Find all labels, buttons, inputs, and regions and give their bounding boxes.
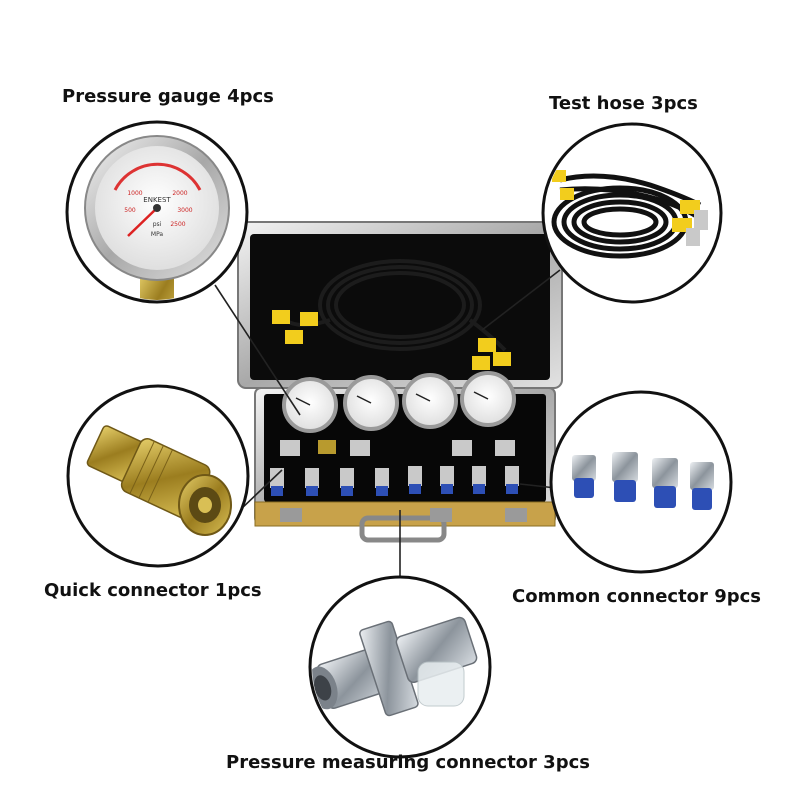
pressure-gauge-closeup: ENKEST 1000 2000 3000 500 2500 psi MPa [65,120,249,304]
label-quick-connector: Quick connector 1pcs [44,580,262,601]
svg-text:MPa: MPa [151,231,164,238]
gauge-brand: ENKEST [143,196,171,204]
lid-hoses [283,259,507,352]
svg-text:2500: 2500 [170,221,185,228]
label-pressure-measuring-connector: Pressure measuring connector 3pcs [226,752,590,773]
svg-text:3000: 3000 [177,207,192,214]
callout-lines [214,269,561,578]
quick-connector-closeup [66,384,250,568]
svg-text:500: 500 [124,207,136,214]
label-pressure-gauge: Pressure gauge 4pcs [62,86,274,107]
case-lid [237,221,563,389]
common-connector-closeup [549,390,733,574]
case-gauges [282,371,516,433]
lid-couplers [272,310,511,370]
svg-text:psi: psi [153,221,162,228]
label-common-connector: Common connector 9pcs [512,586,761,607]
svg-text:1000: 1000 [127,190,142,197]
case-connectors [270,440,519,496]
label-test-hose: Test hose 3pcs [549,93,698,114]
hose-couplers [552,170,708,246]
tee-connector-closeup [308,575,492,759]
svg-text:2000: 2000 [172,190,187,197]
test-hose-closeup [541,122,723,304]
